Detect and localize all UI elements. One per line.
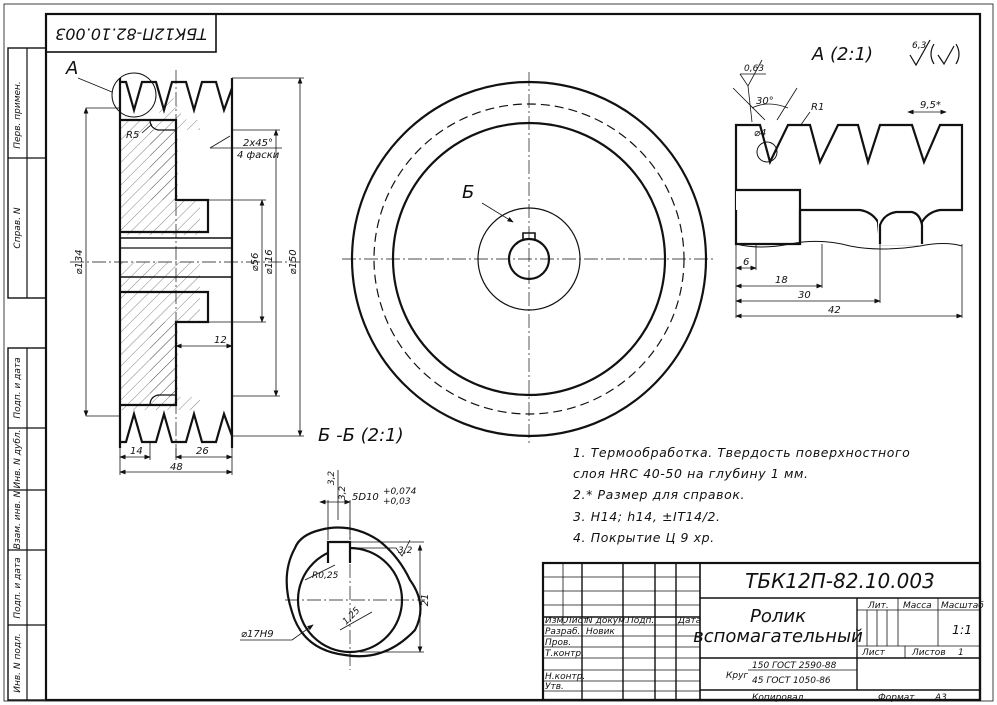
note-1: 1. Термообработка. Твердость поверхностн… [573,445,910,460]
dim-116: ⌀116 [264,249,275,274]
margin-inv-podl: Инв. N подл. [13,633,23,692]
margin-podp-data-1: Подп. и дата [13,357,23,418]
tol-upper: +0,074 [383,487,417,497]
kopiroval-label: Копировал [752,693,804,703]
title-block: ТБК12П-82.10.003 Ролик вспомагательный И… [541,561,984,703]
detail-radius: R1 [811,102,824,113]
keyway-tol: 5D10 [352,492,379,503]
razrab-name: Новик [586,627,615,637]
col-doc: N докум. [586,616,628,626]
side-margin: Перв. примен. Справ. N Подп. и дата Инв.… [7,47,47,701]
row-razrab: Разраб. [545,627,580,637]
margin-perv-primen: Перв. примен. [13,81,23,149]
material-top: 150 ГОСТ 2590-88 [752,661,837,671]
col-sign: Подп. [627,616,654,626]
radius-r5-label: R5 [126,130,139,141]
dim-26: 26 [196,446,209,457]
technical-notes: 1. Термообработка. Твердость поверхностн… [573,445,910,545]
dim-134: ⌀134 [74,249,85,274]
bore-tolerance: ⌀17H9 [241,629,274,640]
row-tkontr: Т.контр. [545,649,584,659]
main-section-view: А R5 2x45° 4 фаски ⌀134 ⌀56 ⌀116 ⌀150 12 [65,58,304,475]
note-4: 4. Покрытие Ц 9 хр. [573,530,715,545]
lit-label: Лит. [867,601,889,611]
stamp-code-box: ТБК12П-82.10.003 [45,13,217,53]
detail-a-view: А (2:1) 6,3 0,63 ⌀4 30° R1 9,5* [732,39,964,319]
row-nkontr: Н.контр. [545,672,585,682]
dim-14: 14 [130,446,143,457]
detail-dim-30: 30 [798,290,811,301]
row-prov: Пров. [545,638,571,648]
roughness-local: 0,63 [744,64,764,74]
margin-sprav: Справ. N [13,207,23,248]
margin-vzam-inv: Взам. инв. N [13,490,23,549]
col-izm: Изм. [545,616,566,626]
listov-value: 1 [958,648,964,658]
format-label: Формат [878,693,915,703]
dim-56: ⌀56 [250,253,261,272]
roughness-top: 3,2 [327,471,337,486]
chamfer-note: 4 фаски [237,150,280,161]
chamfer-label: 2x45° [243,138,273,149]
section-bb-view: Б -Б (2:1) 3,2 3,2 5D10 +0,074 +0,03 3,2… [240,425,431,670]
margin-inv-dubl: Инв. N дубл. [13,430,23,489]
title-name-1: Ролик [750,606,806,627]
note-2: 2.* Размер для справок. [573,487,745,502]
detail-pitch: 9,5* [920,100,941,111]
massa-label: Масса [903,601,932,611]
stamp-code: ТБК12П-82.10.003 [55,25,207,44]
section-b-label: Б [462,182,474,203]
roughness-bore: 1,25 [341,606,362,627]
roughness-key: 3,2 [398,546,413,556]
roughness-general: 6,3 [912,41,927,51]
col-date: Дата [677,616,701,626]
margin-podp-data-2: Подп. и дата [13,557,23,618]
scale-value: 1:1 [952,622,972,637]
callout-a-label: А [65,58,78,79]
roughness-side: 3,2 [338,486,348,501]
section-radius: R0,25 [312,571,339,581]
title-name-2: вспомагательный [693,626,863,647]
row-utv: Утв. [545,682,564,692]
note-1-cont: слоя HRC 40-50 на глубину 1 мм. [573,466,809,481]
format-value: А3 [934,693,947,703]
dim-150: ⌀150 [288,249,299,274]
title-designation: ТБК12П-82.10.003 [745,569,935,593]
note-3: 3. H14; h14, ±IT14/2. [573,509,721,524]
detail-dim-42: 42 [828,305,841,316]
masshtab-label: Масштаб [941,601,984,611]
col-list: Лист [564,616,589,626]
material-bottom: 45 ГОСТ 1050-86 [752,676,831,686]
detail-dim-6: 6 [743,257,749,268]
material-name: Круг [726,671,748,681]
dim-21: 21 [420,594,431,607]
list-label: Лист [861,648,886,658]
listov-label: Листов [911,648,946,658]
detail-a-title: А (2:1) [811,44,873,65]
detail-dia-4: ⌀4 [754,128,766,139]
dim-12: 12 [214,335,227,346]
dim-48: 48 [170,462,183,473]
front-view: Б [342,72,716,446]
section-bb-title: Б -Б (2:1) [318,425,404,446]
tol-lower: +0,03 [383,497,411,507]
detail-angle: 30° [756,96,774,107]
detail-dim-18: 18 [775,275,788,286]
